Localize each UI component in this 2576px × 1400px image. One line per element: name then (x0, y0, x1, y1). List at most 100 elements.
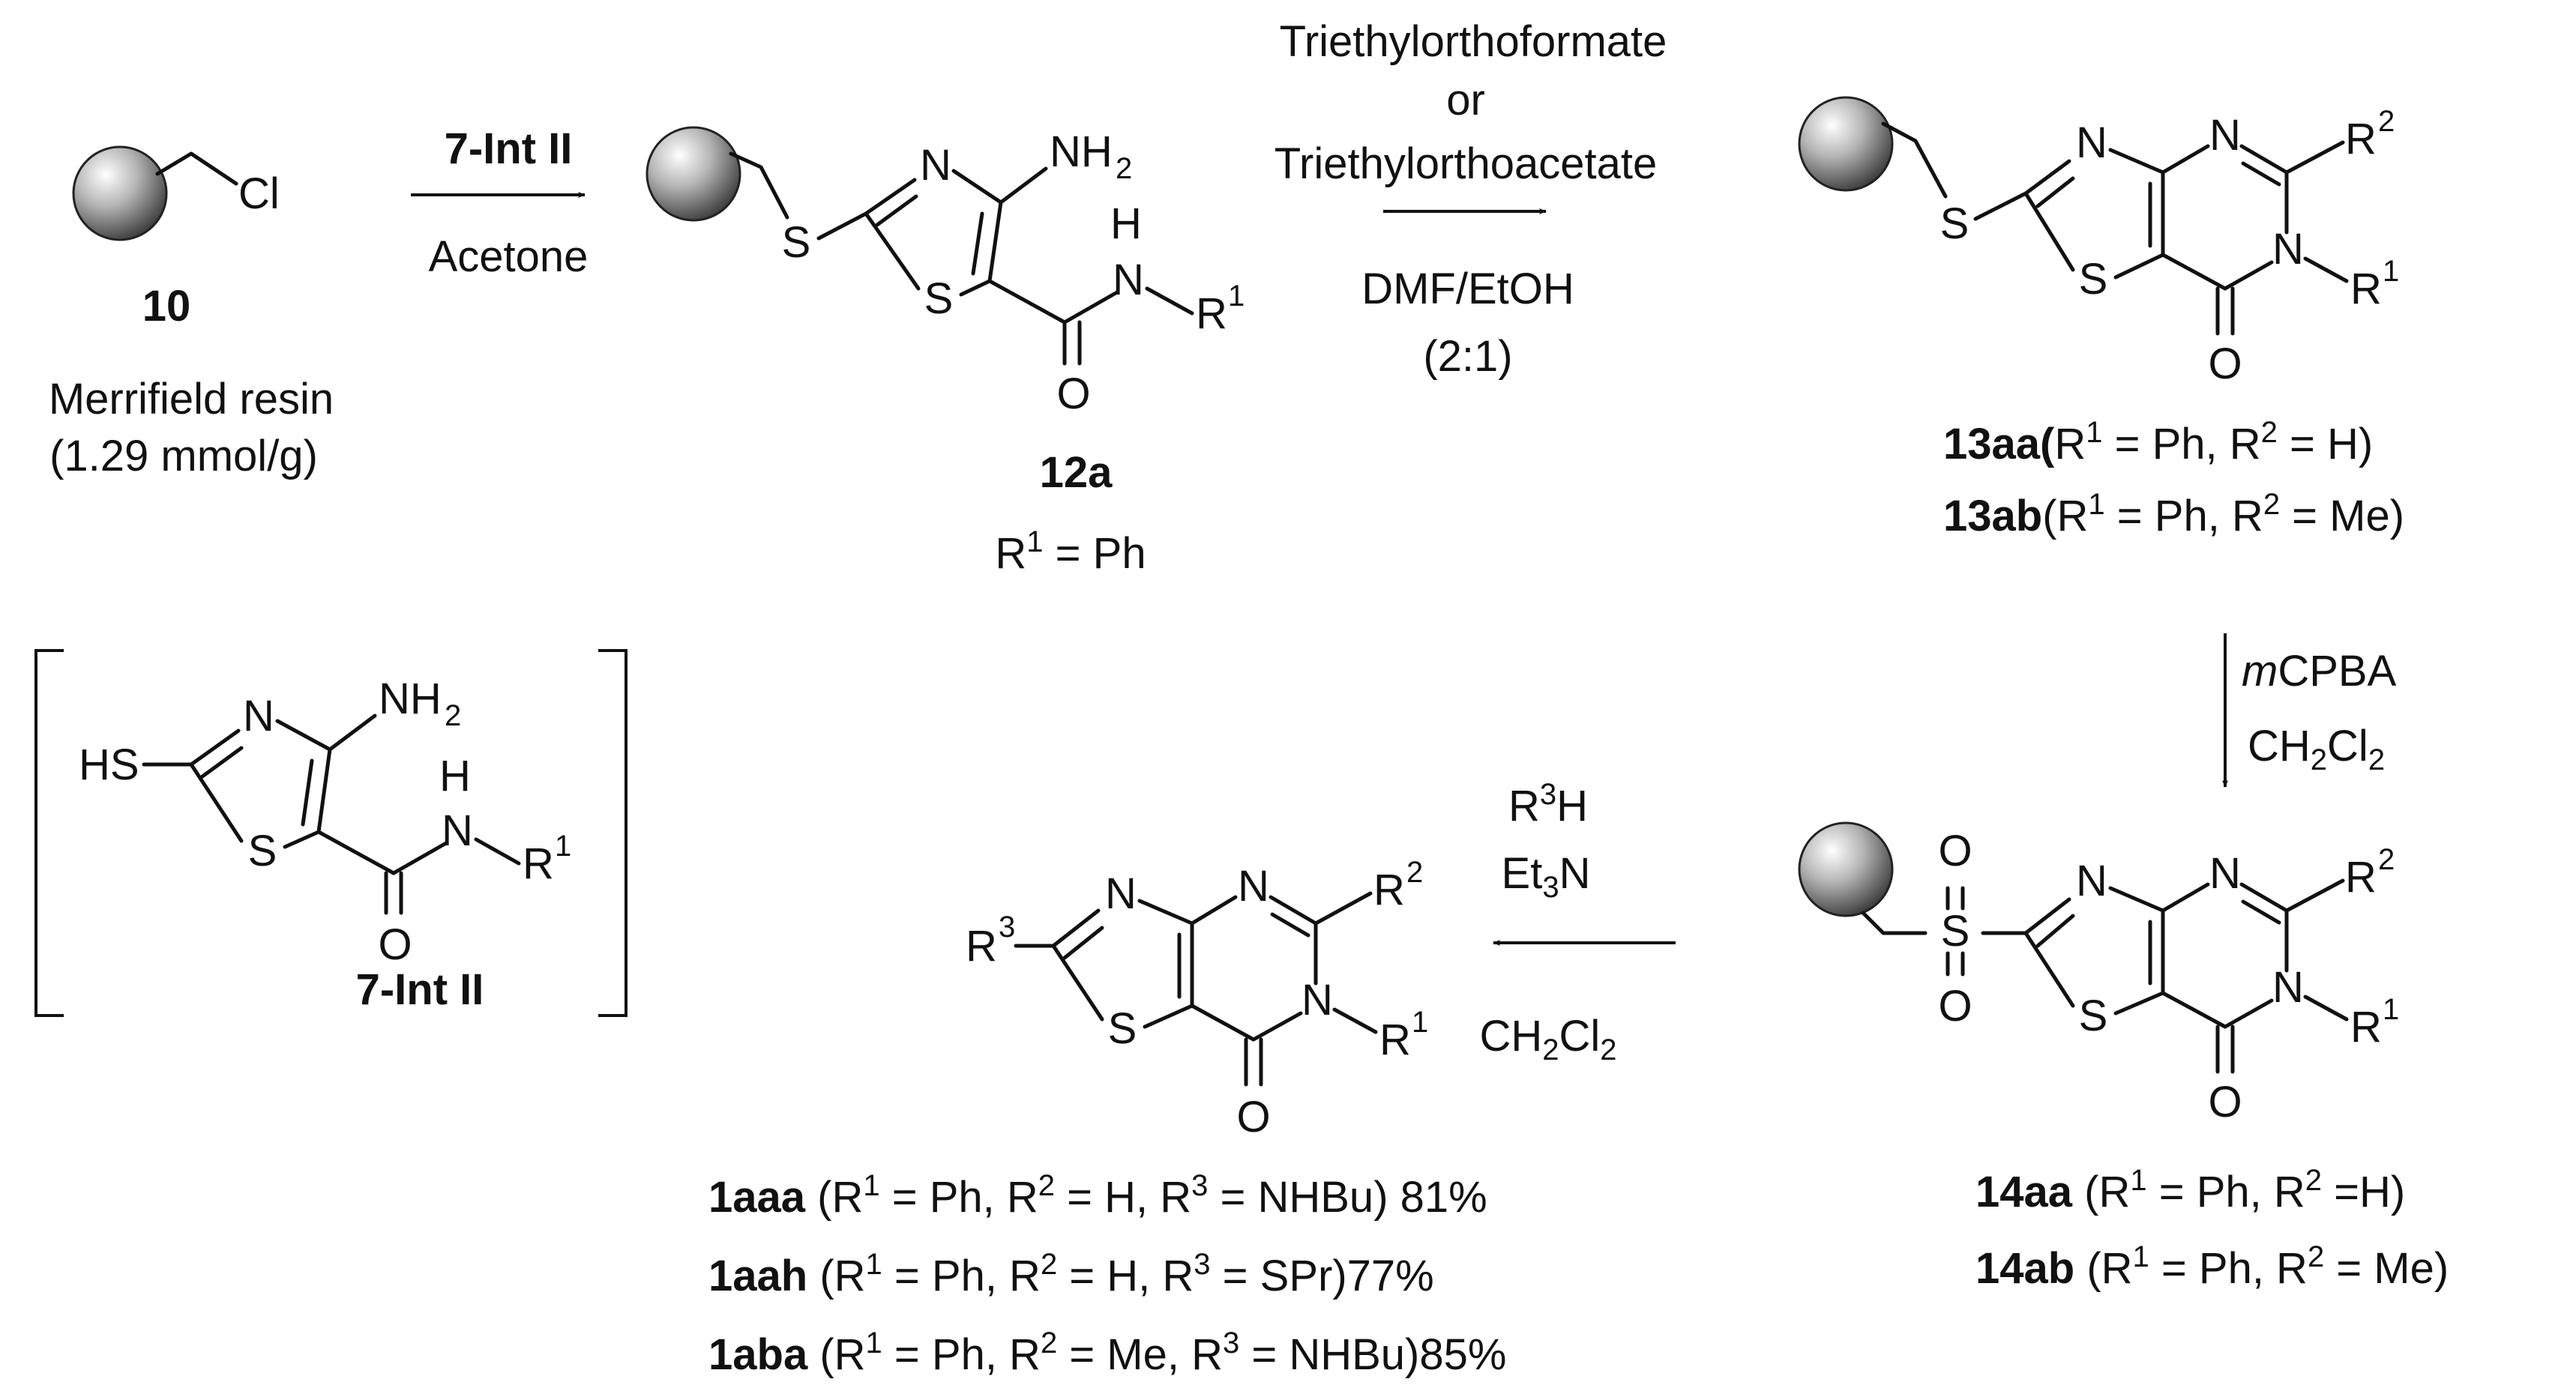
bond (729, 151, 789, 220)
atom-n: N (2076, 857, 2107, 905)
atom-superscript: 2 (1406, 856, 1423, 889)
bond (2241, 161, 2281, 187)
bond (1137, 899, 1194, 926)
atom-nh: NH (379, 675, 442, 723)
bond (474, 837, 521, 866)
step-2: Triethylorthoformate or Triethylorthoace… (1275, 17, 1667, 381)
bond (2023, 931, 2075, 1008)
atom-cl: Cl (238, 169, 280, 218)
bond (971, 211, 984, 276)
atom-superscript: 3 (999, 911, 1015, 944)
bond (275, 719, 332, 752)
bond (2239, 882, 2289, 913)
bond (864, 211, 921, 291)
bond (2023, 159, 2071, 196)
right-bracket (598, 649, 628, 1017)
atom-subscript: 2 (445, 699, 461, 732)
bond (1881, 121, 1948, 199)
atom-r: R (2350, 265, 2382, 313)
atom-superscript: 1 (555, 830, 571, 863)
step-4: R3H Et3N CH2Cl2 (1479, 778, 1676, 1066)
bond (2108, 148, 2165, 175)
atom-n: N (2209, 849, 2241, 898)
atom-n: N (442, 806, 473, 855)
atom-s: S (1108, 1004, 1137, 1053)
compound-10: Cl 10 Merrifield resin (1.29 mmol/g) (49, 145, 334, 480)
bond (283, 830, 321, 849)
bond (2223, 260, 2274, 291)
bond (1051, 908, 1101, 948)
compound-name-10: Merrifield resin (49, 375, 334, 423)
atom-n: N (920, 141, 951, 190)
atom-s: S (1940, 199, 1969, 248)
bond (987, 200, 1003, 283)
bond (959, 279, 992, 297)
reagent-line-4: DMF/EtOH (1361, 265, 1574, 313)
bond (2223, 998, 2274, 1029)
atom-h: H (439, 752, 471, 800)
bond (2239, 144, 2289, 175)
atom-n: N (2272, 963, 2304, 1012)
compound-12a: S N S NH 2 O H N R 1 12a R1 = Ph (645, 126, 1245, 578)
bond (2161, 253, 2227, 291)
atom-r: R (2350, 1003, 2382, 1051)
bond (999, 166, 1048, 205)
step-1: 7-Int II Acetone (411, 124, 588, 281)
bond (2241, 899, 2281, 925)
bond (328, 713, 377, 752)
bond (2023, 897, 2071, 935)
atom-n: N (1113, 256, 1144, 304)
bond (2161, 882, 2210, 913)
bond (1861, 911, 1928, 935)
atom-superscript: 1 (2383, 255, 2399, 288)
compound-13: S N S N R 2 N R 1 O 13aa(R1 = Ph, R2 = H… (1798, 96, 2404, 540)
reagent-et3n: Et3N (1502, 849, 1591, 904)
compound-desc-14ab: 14ab (R1 = Ph, R2 = Me) (1975, 1240, 2449, 1293)
bond (1051, 944, 1104, 1022)
bond (2108, 886, 2165, 913)
bond (2161, 991, 2227, 1029)
atom-s: S (2079, 992, 2108, 1040)
compound-desc-13ab: 13ab(R1 = Ph, R2 = Me) (1943, 488, 2404, 540)
bond (987, 279, 1067, 325)
compound-label-10: 10 (142, 282, 191, 331)
compound-7-int-ii: HS N S NH 2 O H N R 1 7-Int II (34, 649, 628, 1017)
bond (2303, 256, 2349, 283)
atom-s: S (924, 274, 954, 323)
solvent-ch2cl2: CH2Cl2 (2248, 722, 2385, 776)
solvent-acetone: Acetone (429, 232, 589, 281)
bond (200, 746, 244, 779)
atom-s: S (782, 218, 811, 267)
bond (316, 830, 396, 875)
atom-s: S (1941, 907, 1970, 956)
atom-n: N (1301, 976, 1333, 1025)
atom-r: R (966, 922, 997, 971)
bond (875, 194, 918, 227)
bond (1190, 1004, 1256, 1042)
bond (1062, 290, 1119, 325)
bond (301, 758, 314, 827)
bond (1332, 1007, 1378, 1034)
atom-nh: NH (1050, 127, 1113, 176)
atom-o: O (2208, 1078, 2242, 1126)
bond (1973, 191, 2028, 221)
compound-loading-10: (1.29 mmol/g) (49, 432, 318, 480)
compound-desc-14aa: 14aa (R1 = Ph, R2 =H) (1975, 1164, 2405, 1216)
bond (2113, 253, 2165, 280)
atom-o: O (378, 920, 412, 969)
compound-label-7-int-ii: 7-Int II (356, 965, 484, 1014)
atom-r: R (2345, 115, 2377, 163)
atom-r: R (1379, 1016, 1411, 1064)
bond (189, 762, 244, 843)
atom-r: R (1196, 289, 1227, 338)
atom-h: H (1110, 199, 1142, 248)
atom-n: N (243, 692, 274, 740)
bond (189, 728, 241, 767)
atom-r: R (1373, 866, 1405, 914)
bond (2035, 176, 2075, 208)
bond (1251, 1011, 1303, 1042)
bond (864, 178, 917, 216)
bond (1145, 286, 1194, 316)
bond (2303, 995, 2349, 1022)
